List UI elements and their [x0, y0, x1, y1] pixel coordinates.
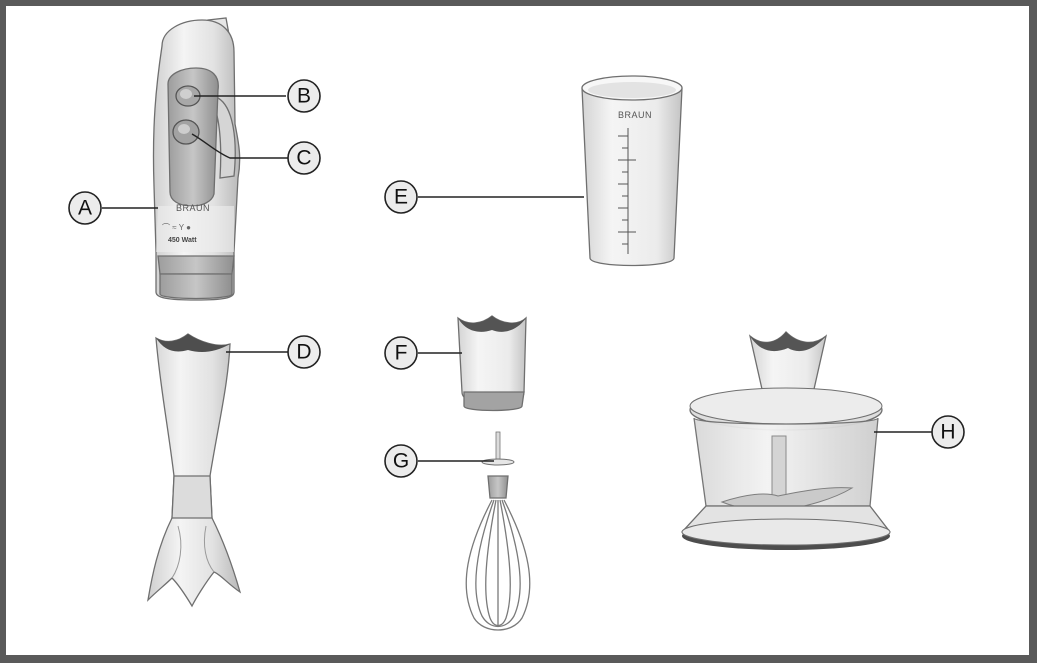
- callout-d: D: [288, 336, 320, 368]
- callout-h-label: H: [940, 421, 955, 444]
- callout-c: C: [288, 142, 320, 174]
- motor-wattage-label: 450 Watt: [168, 237, 197, 244]
- callout-f-label: F: [395, 342, 408, 365]
- callout-h: H: [932, 416, 964, 448]
- callout-e: E: [385, 181, 417, 213]
- beaker-brand-label: BRAUN: [618, 110, 652, 120]
- callout-a: A: [69, 192, 101, 224]
- callout-g: G: [385, 445, 417, 477]
- diagram-frame: BRAUN 450 Watt ⌒ ≈ Y ● BRAUN: [6, 6, 1029, 655]
- parts-diagram: BRAUN 450 Watt ⌒ ≈ Y ● BRAUN: [6, 6, 1029, 655]
- blender-shaft: [148, 334, 240, 606]
- callout-f: F: [385, 337, 417, 369]
- callout-d-label: D: [296, 341, 311, 364]
- whisk-gear-box: [458, 316, 526, 411]
- callout-e-label: E: [394, 186, 408, 209]
- measuring-beaker: BRAUN: [582, 76, 682, 266]
- motor-brand-label: BRAUN: [176, 203, 210, 213]
- whisk: [466, 432, 530, 630]
- motor-part: BRAUN 450 Watt ⌒ ≈ Y ●: [153, 18, 239, 300]
- chopper: [682, 332, 890, 550]
- callout-g-label: G: [393, 450, 409, 473]
- callout-a-label: A: [78, 197, 92, 220]
- callout-c-label: C: [296, 147, 311, 170]
- callout-b-label: B: [297, 85, 311, 108]
- callout-b: B: [288, 80, 320, 112]
- svg-text:⌒ ≈ Y ●: ⌒ ≈ Y ●: [162, 223, 191, 232]
